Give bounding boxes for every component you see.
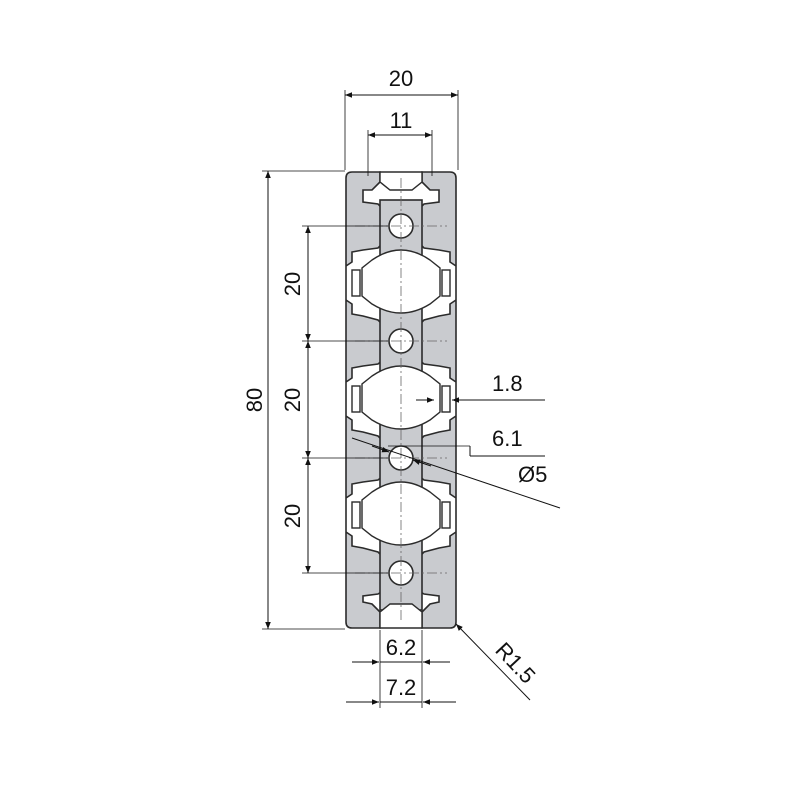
dim-wall-thickness: 1.8 xyxy=(416,371,545,403)
dim-overall-height: 80 xyxy=(242,170,345,630)
dim-label-wall-thickness: 1.8 xyxy=(492,371,523,396)
dim-slot-width-top: 11 xyxy=(367,108,433,176)
dim-label-pitch-2: 20 xyxy=(280,388,305,412)
dim-label-overall-width: 20 xyxy=(389,66,413,91)
dim-label-pitch-3: 20 xyxy=(280,504,305,528)
side-slot-left-2 xyxy=(351,385,361,413)
side-slot-right-3 xyxy=(441,501,451,529)
center-lines xyxy=(355,178,447,622)
dim-label-slot-opening-inner: 6.2 xyxy=(386,635,417,660)
dim-label-pitch-1: 20 xyxy=(280,272,305,296)
dim-label-corner-radius: R1.5 xyxy=(490,637,540,688)
side-slot-left-1 xyxy=(351,269,361,297)
dim-hole-diameter: Ø5 xyxy=(351,437,561,509)
dim-label-overall-height: 80 xyxy=(242,388,267,412)
dim-label-slot-opening-outer: 7.2 xyxy=(386,675,417,700)
dim-pitch: 20 20 20 xyxy=(280,225,388,574)
dim-label-slot-width-top: 11 xyxy=(390,108,413,133)
side-slot-left-3 xyxy=(351,501,361,529)
dim-depth: 6.1 xyxy=(388,426,545,457)
dim-label-depth: 6.1 xyxy=(492,426,523,451)
side-slot-right-2 xyxy=(441,385,451,413)
dim-label-hole-diameter: Ø5 xyxy=(518,462,547,487)
cavity-3 xyxy=(361,481,441,546)
side-slot-right-1 xyxy=(441,269,451,297)
dim-bottom-slot: 6.2 7.2 xyxy=(346,630,456,708)
dim-overall-width: 20 xyxy=(344,66,459,170)
dim-corner-radius: R1.5 xyxy=(455,623,540,701)
